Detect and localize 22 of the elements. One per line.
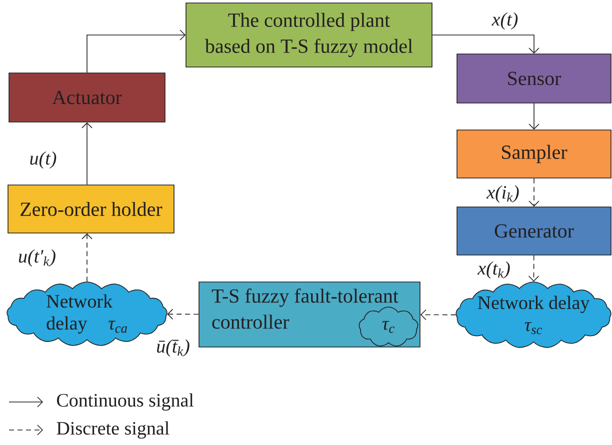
arrow (528, 254, 540, 282)
arrow (86, 30, 186, 73)
edge-label: x(i$_{k}$) (486, 185, 519, 203)
arrow (528, 178, 540, 207)
edge-label: u(t) (30, 151, 56, 169)
arrow (432, 34, 540, 54)
legend-label: Discrete signal (56, 421, 170, 439)
process-box: Generator (456, 206, 612, 256)
edge-label: u(t′$_{k}$) (18, 249, 56, 267)
process-box: Sensor (456, 54, 612, 104)
edge-label: x(t) (492, 12, 518, 30)
arrow (167, 308, 199, 320)
arrow (528, 103, 540, 130)
process-box: Sampler (456, 130, 612, 178)
arrow (82, 233, 92, 282)
edge-label: x(t$_{k}$) (477, 261, 510, 279)
process-box: Zero-order holder (8, 184, 174, 234)
arrow (82, 122, 92, 185)
legend-label: Continuous signal (57, 393, 194, 411)
process-box: The controlled plant based on T-S fuzzy model (186, 2, 432, 68)
arrow (420, 309, 456, 320)
process-box: Actuator (8, 72, 166, 122)
